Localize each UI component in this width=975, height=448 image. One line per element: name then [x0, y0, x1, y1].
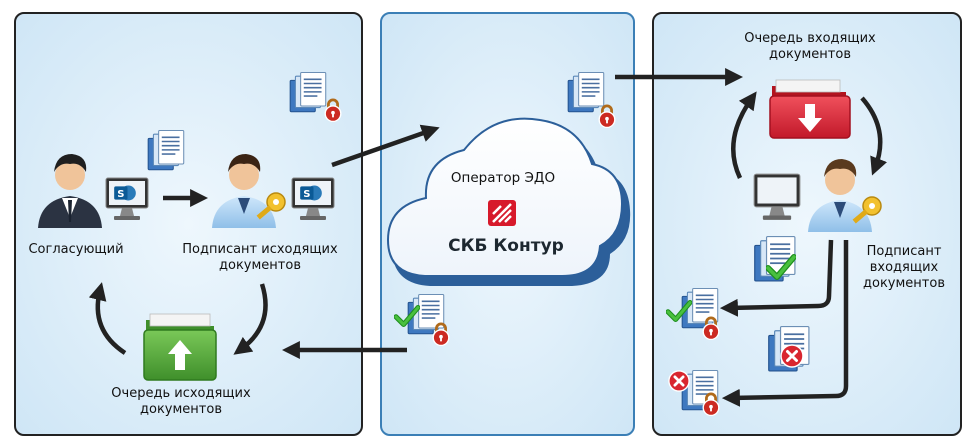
outgoing-queue-folder-icon	[143, 313, 217, 381]
approver-person-icon	[38, 154, 102, 228]
lock-icon	[597, 104, 617, 128]
incoming-queue-folder-icon	[769, 79, 851, 139]
incoming-signer-person-icon	[808, 159, 872, 232]
reject-icon	[668, 370, 690, 392]
monitor-icon	[753, 173, 801, 221]
key-icon	[256, 192, 286, 220]
arrow-queue-to-signer	[860, 96, 888, 176]
outgoing-signer-label: Подписант исходящих документов	[182, 242, 338, 273]
arrow-monitor-to-queue	[731, 91, 757, 179]
arrow-rejected	[721, 240, 849, 407]
key-icon	[852, 196, 882, 224]
arrow-signer-to-queue	[233, 283, 268, 355]
document-icon	[567, 72, 605, 113]
document-icon	[289, 72, 327, 113]
operator-label: Оператор ЭДО	[450, 170, 556, 186]
sharepoint-icon	[114, 185, 136, 201]
arrow-to-operator	[331, 124, 440, 168]
sharepoint-icon	[300, 185, 322, 201]
incoming-signer-label: Подписант входящих документов	[863, 244, 945, 291]
kontur-logo-icon	[488, 200, 516, 226]
reject-icon	[780, 344, 804, 368]
incoming-queue-label: Очередь входящих документов	[744, 31, 876, 62]
arrow-accepted	[719, 239, 834, 317]
brand-label: СКБ Контур	[448, 236, 564, 256]
lock-icon	[323, 98, 343, 122]
outgoing-queue-label: Очередь исходящих документов	[111, 386, 251, 417]
outgoing-signer-person-icon	[212, 154, 276, 228]
arrow-queue-to-approver	[88, 282, 127, 355]
approver-label: Согласующий	[28, 242, 124, 257]
document-icon	[147, 130, 185, 171]
